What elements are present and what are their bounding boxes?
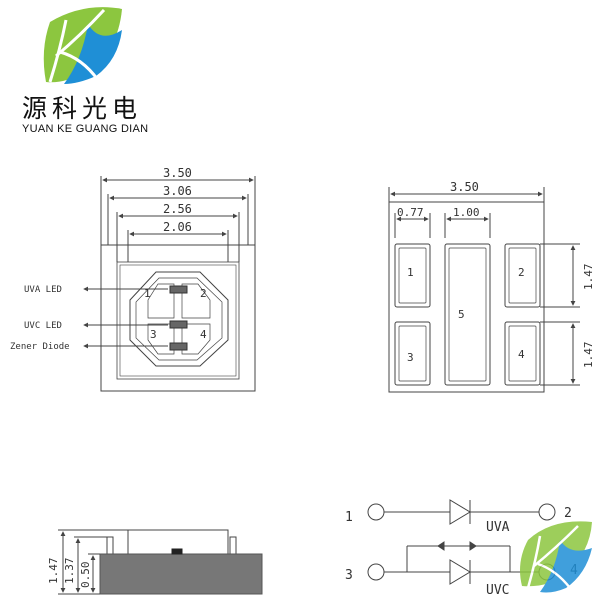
circuit-pin-2: 2 [564, 506, 572, 521]
dim-pad-width-side: 0.77 [397, 206, 424, 219]
pad-label-4: 4 [518, 348, 525, 361]
zener-diode-chip [169, 342, 188, 351]
chip-label-1: 1 [144, 287, 151, 300]
pad-label-1: 1 [407, 266, 414, 279]
pad-2 [504, 243, 541, 308]
uva-led-chip [169, 285, 188, 294]
label-uvc: UVC [486, 583, 509, 598]
uva-diode-symbol [449, 499, 471, 525]
pin-3-terminal [367, 563, 385, 581]
bottom-view [388, 187, 580, 393]
chip-label-4: 4 [200, 328, 207, 341]
callout-zener-diode: Zener Diode [10, 342, 70, 352]
chip-label-3: 3 [150, 328, 157, 341]
circuit-pin-1: 1 [345, 510, 353, 525]
brand-name-chinese: 源科光电 [22, 94, 143, 123]
chip-label-2: 2 [200, 287, 207, 300]
side-view-text: 1.47 1.37 0.50 [47, 558, 92, 589]
dim-frame-width: 3.06 [163, 184, 192, 198]
pad-1 [394, 243, 431, 308]
pad-label-3: 3 [407, 351, 414, 364]
uvc-led-chip [169, 320, 188, 329]
dim-total-height: 1.47 [47, 558, 60, 585]
callout-uva-led: UVA LED [24, 285, 62, 295]
uvc-diode-symbol [449, 559, 471, 585]
pad-5 [444, 243, 491, 386]
pad-label-2: 2 [518, 266, 525, 279]
circuit-text: 1 2 3 4 UVA UVC [345, 506, 578, 598]
brand-name-english: YUAN KE GUANG DIAN [22, 123, 149, 135]
bottom-view-text: 3.50 0.77 1.00 1 2 3 4 5 1.47 1.47 [397, 180, 595, 368]
callout-uvc-led: UVC LED [24, 321, 62, 331]
pad-4 [504, 321, 541, 386]
pad-label-5: 5 [458, 308, 465, 321]
dim-pad-width-center: 1.00 [453, 206, 480, 219]
circuit-pin-3: 3 [345, 568, 353, 583]
dim-body-height: 1.37 [63, 558, 76, 585]
pin-2-terminal [538, 503, 556, 521]
dim-pad-height-top: 1.47 [582, 264, 595, 291]
pad-3 [394, 321, 431, 386]
top-view-text: 3.50 3.06 2.56 2.06 1 2 3 4 UVA LED UVC … [10, 166, 207, 352]
dim-pad-height-bottom: 1.47 [582, 342, 595, 369]
side-view [58, 529, 263, 595]
top-view [83, 176, 256, 392]
label-uva: UVA [486, 520, 510, 535]
pin-1-terminal [367, 503, 385, 521]
dim-base-height: 0.50 [79, 562, 92, 589]
dim-overall-width: 3.50 [163, 166, 192, 180]
watermark-logo-icon [520, 521, 592, 593]
dim-bottom-width: 3.50 [450, 180, 479, 194]
dim-octagon-width: 2.06 [163, 220, 192, 234]
dim-cavity-width: 2.56 [163, 202, 192, 216]
zener-diode-symbol [437, 541, 445, 551]
